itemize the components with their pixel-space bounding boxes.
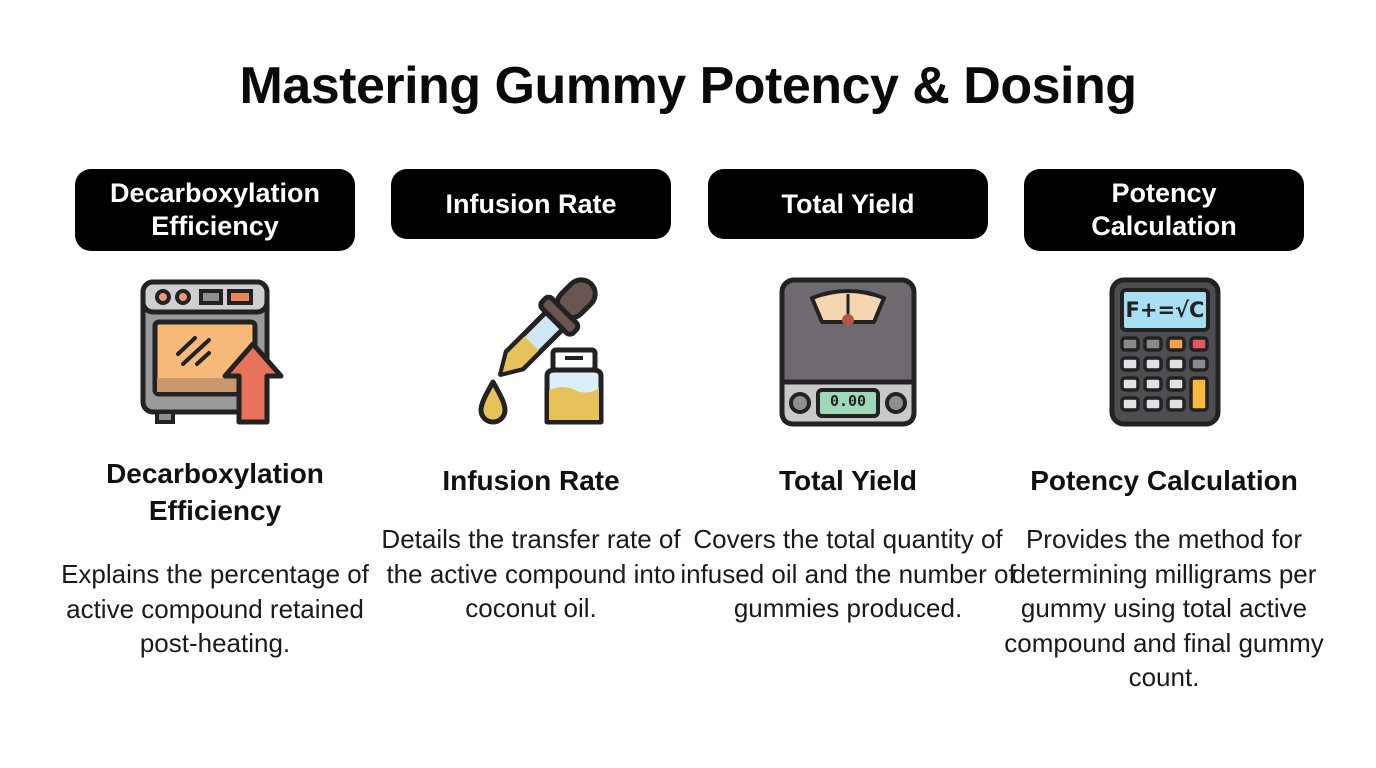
pill-label-potency-calculation: Potency Calculation [1024,169,1304,251]
calculator-display-value: F+=√C [1125,298,1205,322]
dropper-and-oil-jar-icon [478,277,604,425]
oven-with-up-arrow-icon [140,279,284,425]
pill-label-total-yield: Total Yield [708,169,988,239]
heading-potency-calculation: Potency Calculation [1030,465,1298,496]
pill-label-infusion-rate: Infusion Rate [391,169,671,239]
description-total-yield: Covers the total quantity of infused oil… [680,524,1016,623]
scale-display-value: 0.00 [829,392,867,410]
heading-total-yield: Total Yield [779,465,917,496]
description-decarboxylation: Explains the percentage of active compou… [61,559,369,658]
heading-decarboxylation: Decarboxylation Efficiency [106,458,324,526]
page-title: Mastering Gummy Potency & Dosing [239,57,1137,115]
pill-label-decarboxylation: Decarboxylation Efficiency [75,169,355,251]
calculator-icon: F+=√C [1108,272,1268,432]
description-potency-calculation: Provides the method for determining mill… [1004,524,1324,692]
heading-infusion-rate: Infusion Rate [442,465,620,496]
description-infusion-rate: Details the transfer rate of the active … [381,524,681,623]
weighing-scale-icon: 0.00 [778,272,938,432]
